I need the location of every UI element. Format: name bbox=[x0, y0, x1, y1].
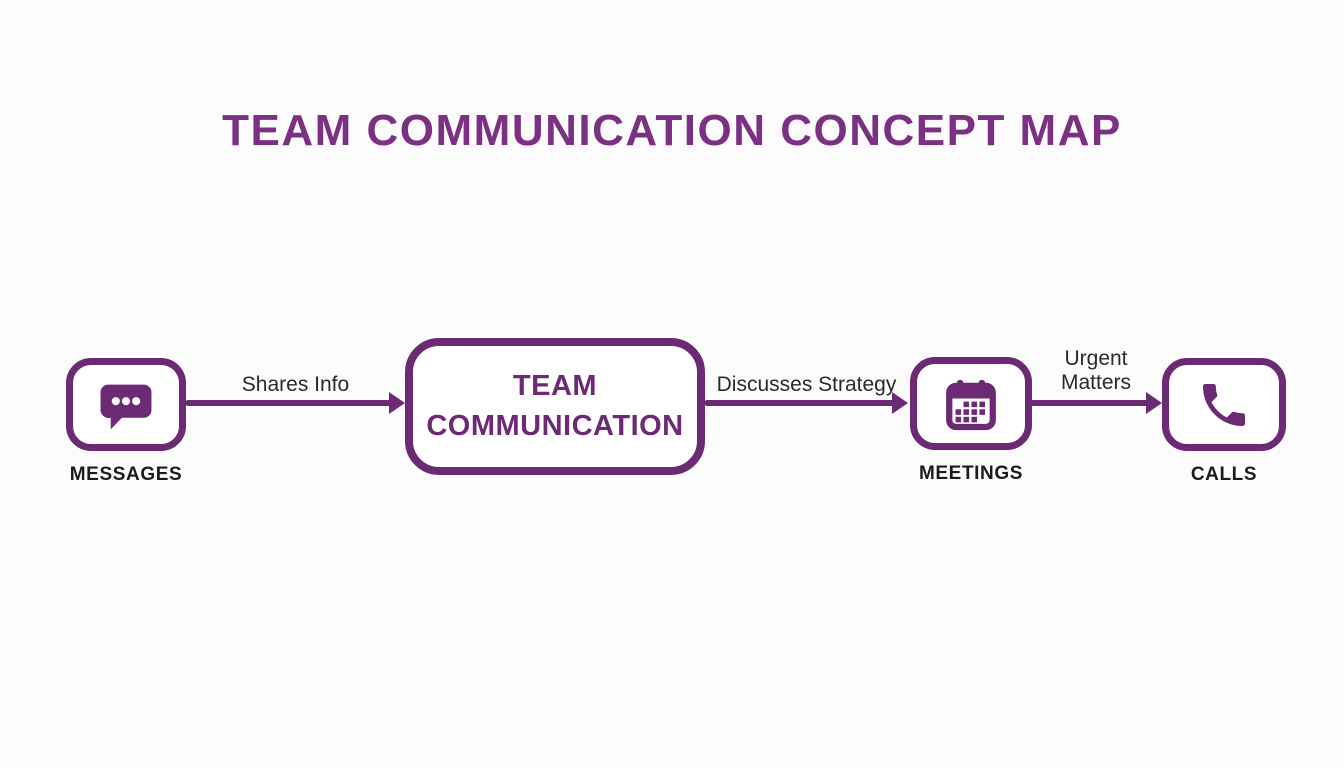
node-calls: CALLS bbox=[1162, 358, 1286, 486]
arrowhead-icon bbox=[892, 392, 908, 414]
node-team-communication: TEAM COMMUNICATION bbox=[405, 338, 705, 475]
node-label: CALLS bbox=[1190, 464, 1258, 485]
arrow-line bbox=[705, 400, 894, 406]
edge-urgent-matters: Urgent Matters bbox=[1030, 347, 1162, 414]
arrowhead-icon bbox=[389, 392, 405, 414]
edge-label: Discusses Strategy bbox=[716, 373, 897, 396]
edge-label: Urgent Matters bbox=[1060, 347, 1131, 394]
edge-label: Shares Info bbox=[241, 373, 350, 396]
node-messages: MESSAGES bbox=[66, 358, 186, 486]
node-box bbox=[910, 357, 1032, 450]
node-label: MEETINGS bbox=[918, 463, 1024, 484]
arrow-line bbox=[186, 400, 391, 406]
edge-shares-info: Shares Info bbox=[186, 374, 405, 414]
node-box bbox=[1162, 358, 1286, 451]
arrowhead-icon bbox=[1146, 392, 1162, 414]
chat-bubble-icon bbox=[100, 384, 152, 429]
arrow-line bbox=[1030, 400, 1148, 406]
center-node-label: TEAM COMMUNICATION bbox=[426, 370, 684, 442]
page-title: TEAM COMMUNICATION CONCEPT MAP bbox=[222, 106, 1122, 155]
node-label: MESSAGES bbox=[69, 464, 183, 485]
edge-discusses-strategy: Discusses Strategy bbox=[705, 374, 908, 414]
node-box bbox=[66, 358, 186, 451]
phone-icon bbox=[1203, 383, 1245, 426]
node-meetings: MEETINGS bbox=[910, 357, 1032, 485]
calendar-icon bbox=[946, 379, 996, 430]
